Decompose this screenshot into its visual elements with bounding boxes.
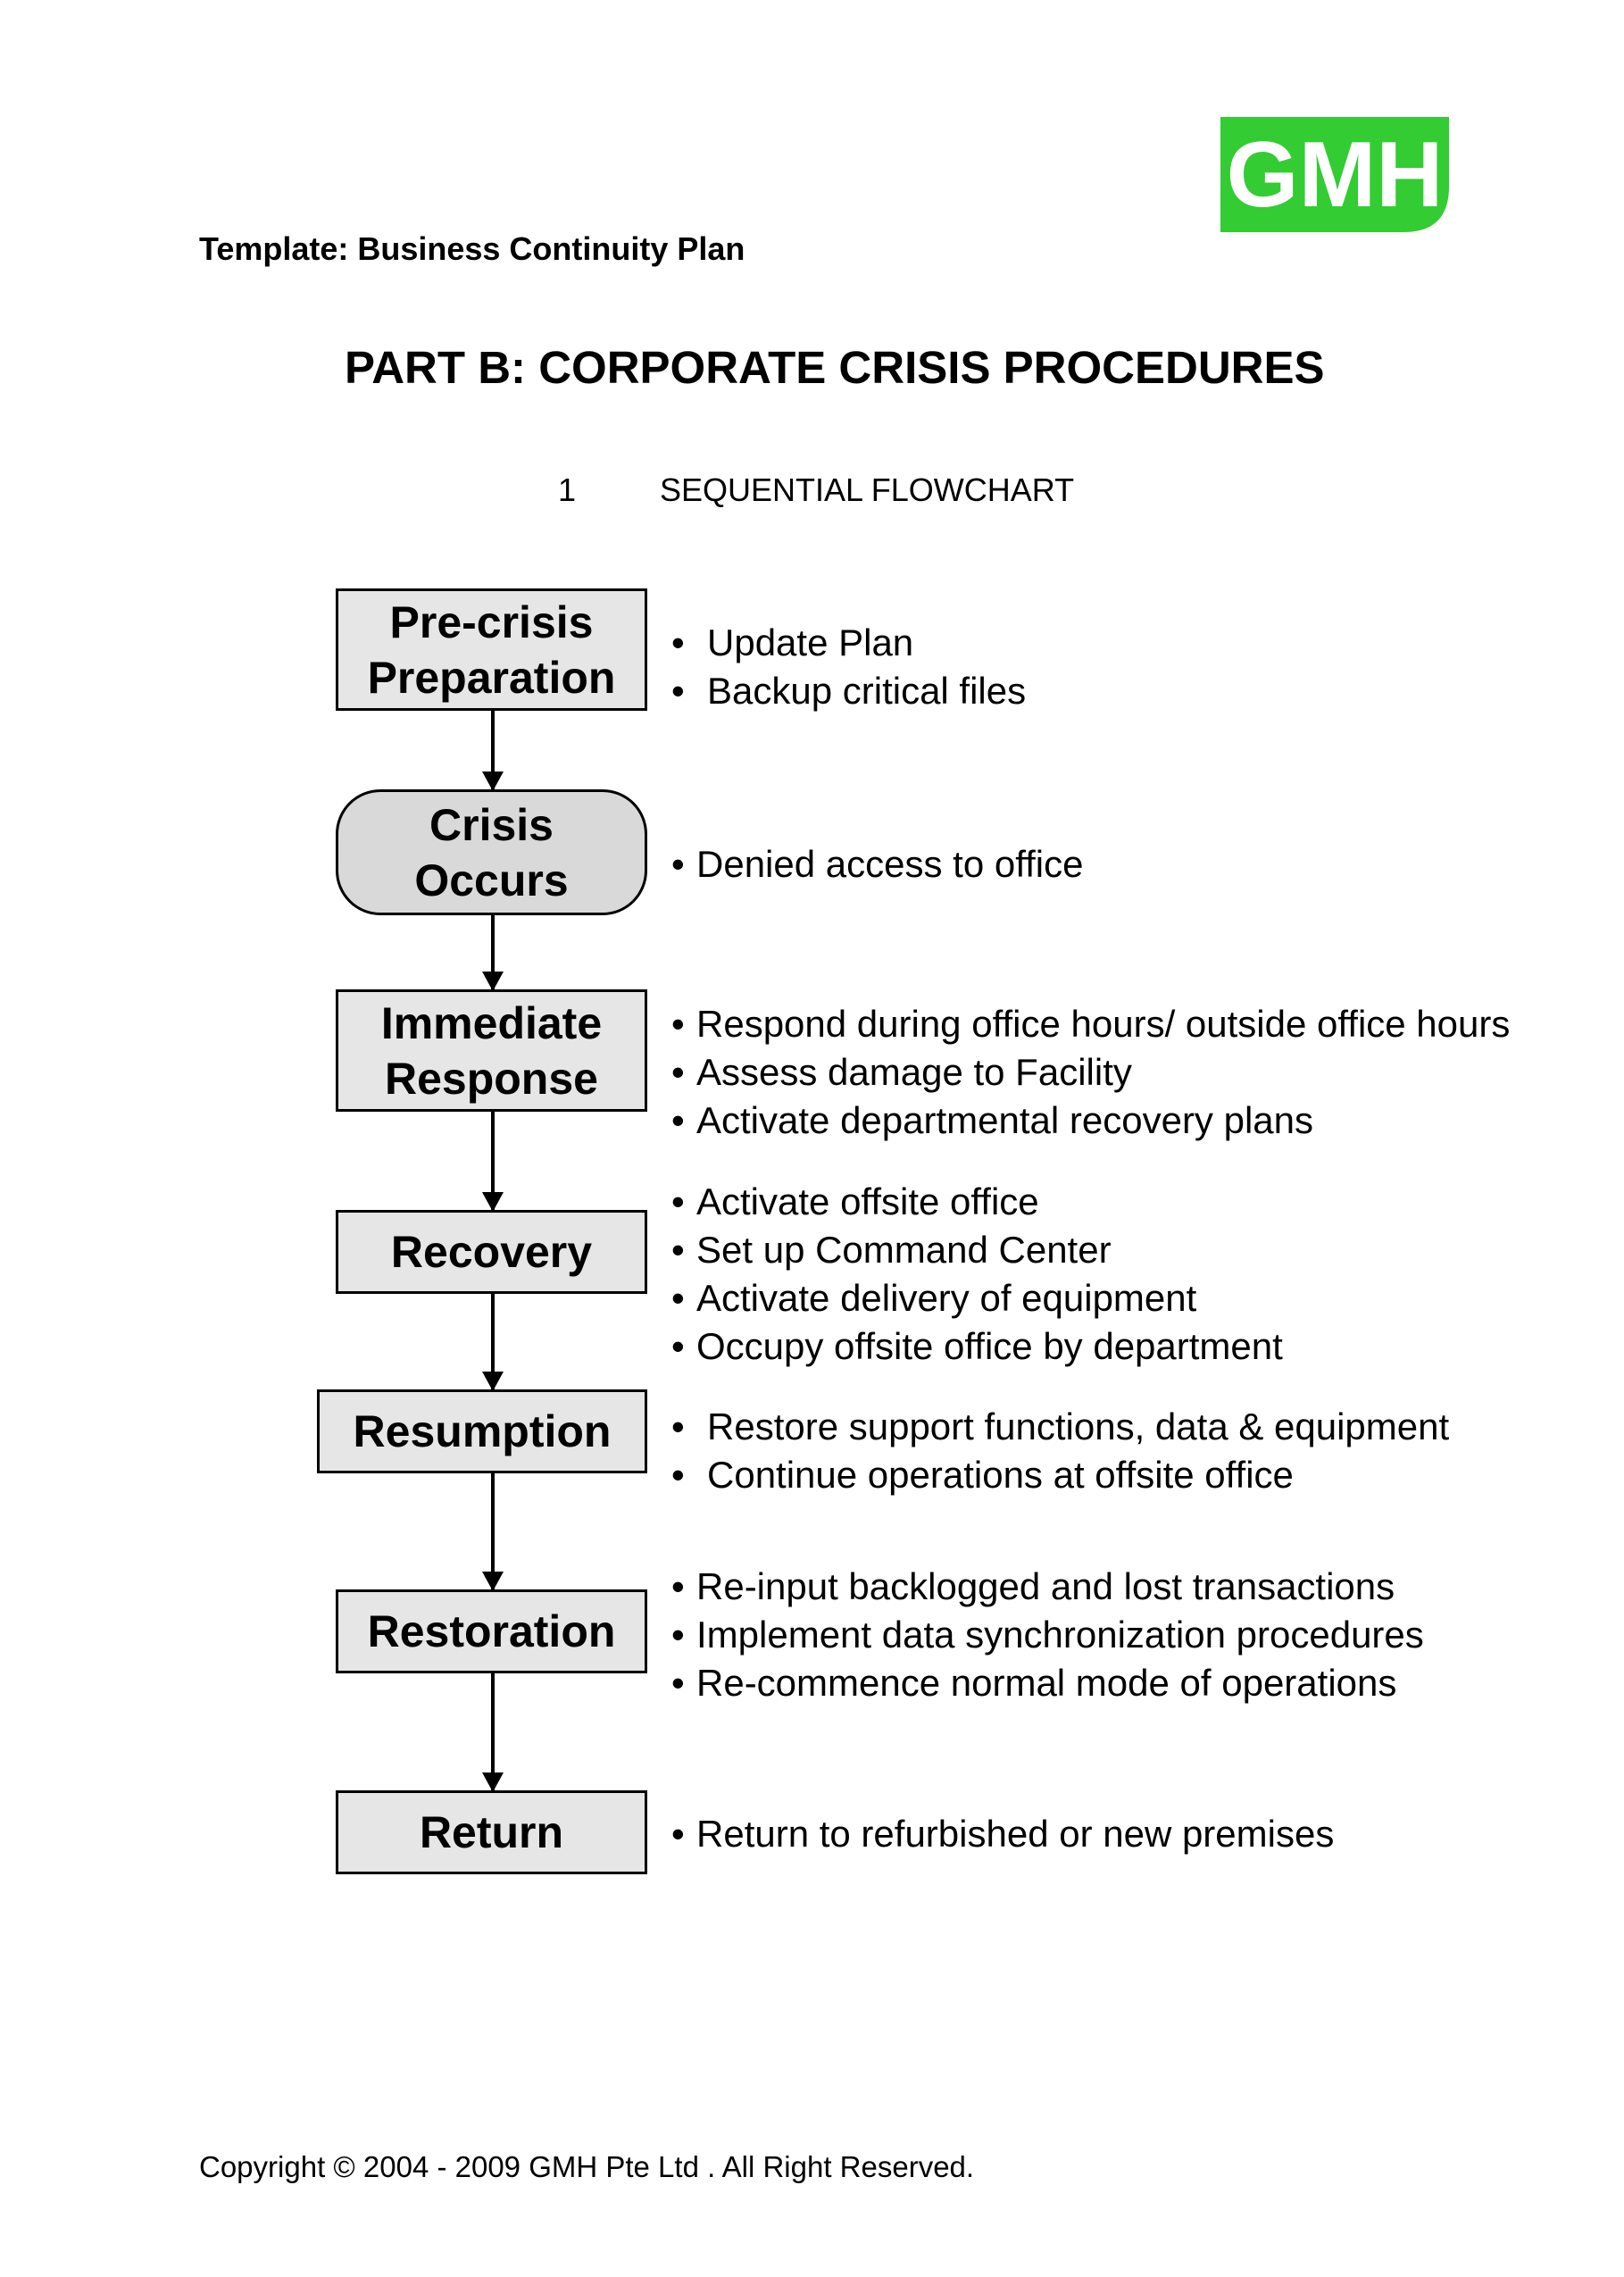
flow-arrow	[482, 711, 504, 791]
step-bullets-resumption: Restore support functions, data & equipm…	[671, 1403, 1449, 1499]
step-label: Restoration	[367, 1606, 616, 1656]
bullet-item: Update Plan	[671, 619, 1026, 667]
gmh-logo-text: GMH	[1227, 123, 1444, 227]
step-box-return: Return	[336, 1790, 647, 1874]
step-label: Immediate Response	[380, 997, 603, 1104]
bullet-item: Assess damage to Facility	[671, 1048, 1510, 1097]
step-box-pre-crisis: Pre-crisis Preparation	[336, 588, 647, 711]
flow-arrow	[482, 915, 504, 991]
copyright-footer: Copyright © 2004 - 2009 GMH Pte Ltd . Al…	[199, 2150, 975, 2183]
section-title: SEQUENTIAL FLOWCHART	[660, 471, 1075, 508]
template-label: Template: Business Continuity Plan	[199, 230, 745, 267]
bullet-item: Occupy offsite office by department	[671, 1322, 1283, 1371]
step-bullets-crisis-occurs: Denied access to office	[671, 840, 1083, 888]
bullet-item: Activate offsite office	[671, 1178, 1283, 1226]
flow-arrow	[482, 1112, 504, 1212]
flow-arrow	[482, 1294, 504, 1391]
bullet-item: Activate departmental recovery plans	[671, 1097, 1510, 1145]
step-label: Return	[419, 1807, 564, 1857]
bullet-item: Respond during office hours/ outside off…	[671, 1000, 1510, 1048]
step-label: Resumption	[353, 1406, 612, 1456]
bullet-item: Denied access to office	[671, 840, 1083, 888]
bullet-item: Activate delivery of equipment	[671, 1274, 1283, 1322]
step-bullets-immediate-response: Respond during office hours/ outside off…	[671, 1000, 1510, 1145]
step-box-resumption: Resumption	[317, 1389, 647, 1473]
step-label: Recovery	[390, 1227, 593, 1277]
bullet-item: Backup critical files	[671, 667, 1026, 715]
step-box-recovery: Recovery	[336, 1210, 647, 1294]
bullet-item: Restore support functions, data & equipm…	[671, 1403, 1449, 1451]
step-box-restoration: Restoration	[336, 1589, 647, 1673]
step-box-immediate-response: Immediate Response	[336, 989, 647, 1112]
bullet-item: Re-input backlogged and lost transaction…	[671, 1563, 1424, 1611]
step-bullets-pre-crisis: Update Plan Backup critical files	[671, 619, 1026, 715]
bullet-item: Implement data synchronization procedure…	[671, 1611, 1424, 1659]
page-title: PART B: CORPORATE CRISIS PROCEDURES	[345, 342, 1325, 393]
bullet-item: Return to refurbished or new premises	[671, 1810, 1334, 1858]
bullet-item: Re-commence normal mode of operations	[671, 1659, 1424, 1707]
bullet-item: Continue operations at offsite office	[671, 1451, 1449, 1499]
flow-arrow	[482, 1473, 504, 1591]
step-label: Pre-crisis Preparation	[367, 596, 616, 703]
flow-arrow	[482, 1673, 504, 1792]
step-bullets-restoration: Re-input backlogged and lost transaction…	[671, 1563, 1424, 1707]
gmh-logo: GMH	[1220, 117, 1449, 232]
section-number: 1	[558, 471, 577, 508]
step-box-crisis-occurs: Crisis Occurs	[336, 789, 647, 915]
bullet-item: Set up Command Center	[671, 1226, 1283, 1274]
step-label: Crisis Occurs	[414, 799, 569, 905]
step-bullets-return: Return to refurbished or new premises	[671, 1810, 1334, 1858]
step-bullets-recovery: Activate offsite office Set up Command C…	[671, 1178, 1283, 1371]
